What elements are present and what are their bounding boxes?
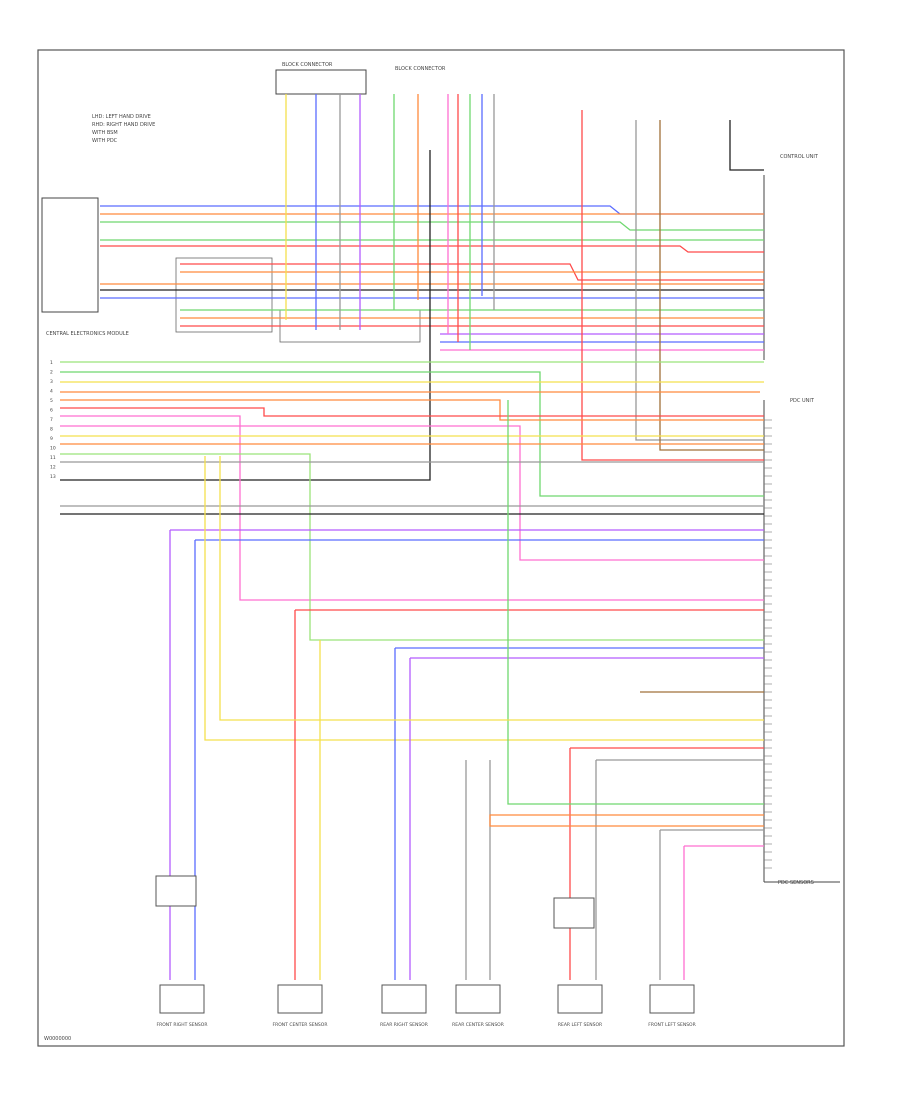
wire [60, 407, 764, 417]
wire [507, 400, 764, 805]
splice-box [175, 257, 273, 333]
sensor: REAR LEFT SENSOR [557, 984, 603, 1028]
wire [489, 814, 764, 827]
wire [60, 150, 431, 481]
sensor: REAR RIGHT SENSOR [380, 984, 428, 1028]
sensor: FRONT RIGHT SENSOR [157, 984, 208, 1028]
pin-number: 4 [50, 389, 53, 395]
connector-label-top-left: BLOCK CONNECTOR [282, 62, 333, 68]
wire [100, 221, 764, 231]
connector-label-right-bottom: PDC SENSORS [778, 880, 814, 886]
sensor-label: FRONT RIGHT SENSOR [157, 1022, 208, 1028]
sensors: FRONT RIGHT SENSOR FRONT CENTER SENSOR REA… [155, 875, 696, 1028]
pin-number: 10 [50, 446, 56, 452]
pin-number: 9 [50, 436, 53, 442]
wire [100, 245, 764, 253]
legend: LHD: LEFT HAND DRIVE RHD: RIGHT HAND DRI… [92, 114, 155, 144]
diagram-frame [37, 49, 845, 1047]
sensor-label: REAR RIGHT SENSOR [380, 1022, 428, 1028]
sensor: REAR CENTER SENSOR [452, 984, 504, 1028]
wire [219, 456, 764, 721]
footer-code: W0000000 [44, 1036, 71, 1042]
wire [635, 120, 764, 441]
legend-item: LHD: LEFT HAND DRIVE [92, 114, 151, 120]
connector-label-left-module: CENTRAL ELECTRONICS MODULE [46, 331, 129, 337]
pin-number: 5 [50, 398, 53, 404]
relay-box [155, 875, 197, 907]
sensor-box [159, 984, 205, 1014]
pin-number: 6 [50, 408, 53, 414]
pin-number: 11 [50, 455, 56, 461]
wire [60, 453, 764, 641]
relay-box [553, 897, 595, 929]
connector-label-top-center: BLOCK CONNECTOR [395, 66, 446, 72]
connector-label-right-top: CONTROL UNIT [780, 154, 819, 160]
pin-number: 7 [50, 417, 53, 423]
pin-number: 2 [50, 370, 53, 376]
wire [204, 456, 764, 741]
wire [659, 120, 764, 451]
sensor-box [649, 984, 695, 1014]
sensor-box [277, 984, 323, 1014]
wire [729, 120, 764, 171]
sensor-box [381, 984, 427, 1014]
sensor: FRONT LEFT SENSOR [648, 984, 696, 1028]
wire [100, 205, 764, 215]
pin-number: 3 [50, 379, 53, 385]
pin-number: 1 [50, 360, 53, 366]
wires [60, 94, 764, 980]
sensor-box [557, 984, 603, 1014]
sensor-label: REAR CENTER SENSOR [452, 1022, 504, 1028]
pin-number: 12 [50, 465, 56, 471]
wire [60, 371, 764, 497]
wire [60, 399, 764, 421]
sensor-box [455, 984, 501, 1014]
sensor-label: FRONT LEFT SENSOR [648, 1022, 695, 1028]
sensor: FRONT CENTER SENSOR [273, 984, 328, 1028]
pin-number: 8 [50, 427, 53, 433]
legend-item: WITH PDC [92, 138, 118, 144]
wire [60, 415, 764, 601]
connector-label-right-main: PDC UNIT [790, 398, 815, 404]
legend-item: RHD: RIGHT HAND DRIVE [92, 122, 155, 128]
wire [60, 425, 764, 561]
sensor-label: REAR LEFT SENSOR [558, 1022, 602, 1028]
top-connector-box [275, 69, 367, 95]
legend-item: WITH BSM [92, 130, 118, 136]
pin-number: 13 [50, 474, 56, 480]
central-module-box [41, 197, 99, 313]
wire [581, 110, 764, 461]
sensor-label: FRONT CENTER SENSOR [273, 1022, 328, 1028]
